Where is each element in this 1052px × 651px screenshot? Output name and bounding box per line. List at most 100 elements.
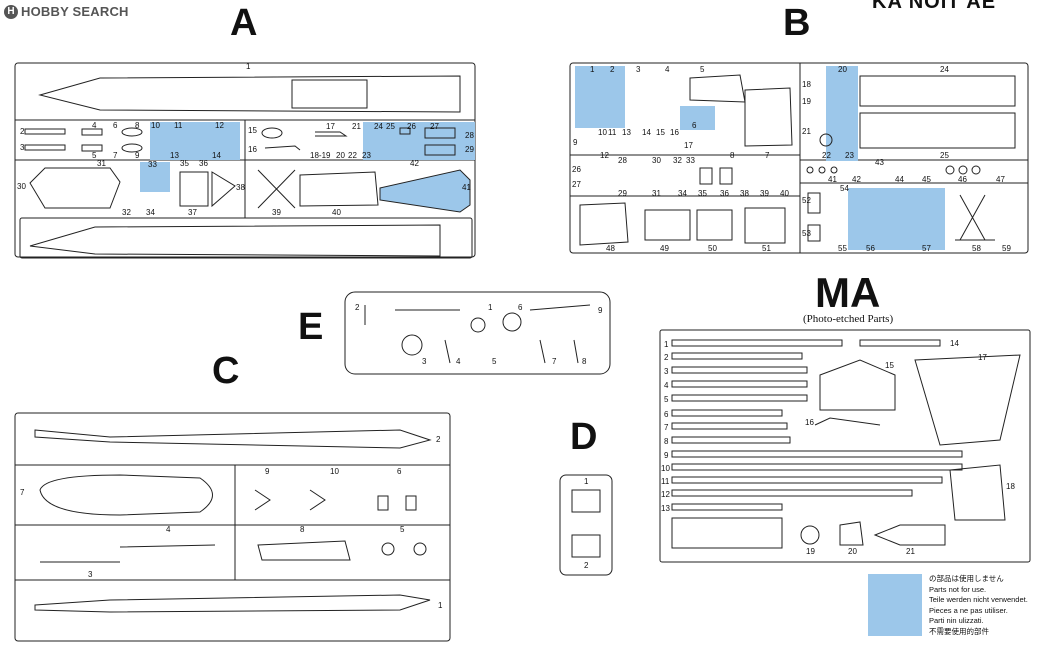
part-b-55-num: 55 [838, 244, 847, 253]
part-b-19-num: 19 [802, 97, 811, 106]
part-b-57-num: 57 [922, 244, 931, 253]
pe-14-num: 14 [950, 339, 959, 348]
unused-part-highlight [680, 106, 715, 130]
pe-3-num: 3 [664, 367, 669, 376]
pe-part-16 [814, 417, 881, 426]
pe-part-15 [819, 359, 896, 411]
unused-part-highlight [848, 188, 945, 250]
pe-5-num: 5 [664, 395, 669, 404]
part-d-2 [571, 534, 601, 558]
unused-parts-legend-swatch [868, 574, 922, 636]
part-b-53-num: 53 [802, 229, 811, 238]
part-a-3-num: 3 [20, 143, 25, 152]
part-a-33-num: 33 [148, 160, 157, 169]
small-parts-a [24, 127, 456, 156]
part-e-7-num: 7 [552, 357, 557, 366]
part-c-5-num: 5 [400, 525, 405, 534]
pe-13-num: 13 [661, 504, 670, 513]
sprue-ma-frame [659, 329, 1031, 563]
part-a-1-flightdeck [291, 79, 368, 109]
part-a-1-num: 1 [246, 62, 251, 71]
part-b-42-num: 42 [852, 175, 861, 184]
part-a-34-num: 34 [146, 208, 155, 217]
pe-part-21 [873, 524, 946, 546]
part-a-42-num: 42 [410, 159, 419, 168]
part-c-10-num: 10 [330, 467, 339, 476]
part-b-49 [644, 209, 691, 241]
part-b-2-num: 2 [610, 65, 615, 74]
pe-19-num: 19 [806, 547, 815, 556]
cropped-header-text: KA NOIT AE [872, 0, 997, 13]
part-a-30-deck [29, 167, 121, 209]
part-b-54-num: 54 [840, 184, 849, 193]
part-a-37-num: 37 [188, 208, 197, 217]
pe-16-num: 16 [805, 418, 814, 427]
part-b-28-num: 28 [618, 156, 627, 165]
pe-18-num: 18 [1006, 482, 1015, 491]
part-b-33-num: 33 [686, 156, 695, 165]
part-b-9-num: 9 [573, 138, 578, 147]
part-b-14-num: 14 [642, 128, 651, 137]
part-a-42-unused [379, 169, 471, 213]
part-b-22-num: 22 [822, 151, 831, 160]
part-c-3-4 [40, 544, 216, 563]
part-e-5-num: 5 [492, 357, 497, 366]
part-a-38-num: 38 [236, 183, 245, 192]
part-d-2-num: 2 [584, 561, 589, 570]
pe-railing-strips [671, 339, 963, 549]
part-a-15-num: 15 [248, 126, 257, 135]
part-e-6-num: 6 [518, 303, 523, 312]
pe-10-num: 10 [661, 464, 670, 473]
part-a-41-num: 41 [462, 183, 471, 192]
sprue-e-title: E [298, 306, 324, 348]
part-b-7 [744, 87, 793, 147]
part-b-12-num: 12 [600, 151, 609, 160]
part-c-1-num: 1 [438, 601, 443, 610]
sprue-b-frame [569, 62, 1029, 254]
part-b-27-num: 27 [572, 180, 581, 189]
part-b-52-num: 52 [802, 196, 811, 205]
pe-7-num: 7 [664, 423, 669, 432]
part-d-1 [571, 489, 601, 513]
unused-part-highlight [826, 66, 858, 161]
part-a-32-num: 32 [122, 208, 131, 217]
part-b-51-num: 51 [762, 244, 771, 253]
legend-line-fr: Pieces a ne pas utiliser. [929, 605, 1008, 615]
part-b-58-num: 58 [972, 244, 981, 253]
part-a-28-num: 28 [465, 131, 474, 140]
part-a-36-num: 36 [199, 159, 208, 168]
part-c-8 [257, 540, 351, 561]
part-b-50-num: 50 [708, 244, 717, 253]
part-a-9-num: 9 [135, 151, 140, 160]
part-b-58-59 [955, 194, 995, 241]
part-c-7-num: 7 [20, 488, 25, 497]
pe-15-num: 15 [885, 361, 894, 370]
part-b-5 [689, 74, 746, 103]
part-b-47-num: 47 [996, 175, 1005, 184]
unused-parts-legend-text: の部品は使用しません Parts not for use. Teile werd… [929, 574, 1028, 637]
part-b-6-num: 6 [692, 121, 697, 130]
part-b-11-num: 11 [608, 128, 617, 137]
pe-1-num: 1 [664, 340, 669, 349]
part-c-6-num: 6 [397, 467, 402, 476]
legend-line-en: Parts not for use. [929, 584, 987, 594]
sprue-a-title: A [230, 2, 258, 44]
part-a-43-hull [29, 224, 441, 257]
part-b-51 [744, 207, 786, 244]
part-b-25-num: 25 [940, 151, 949, 160]
part-c-7 [39, 474, 213, 516]
part-e-3-num: 3 [422, 357, 427, 366]
part-b-5-num: 5 [700, 65, 705, 74]
part-d-1-num: 1 [584, 477, 589, 486]
part-c-1-hull [34, 594, 431, 613]
pe-6-num: 6 [664, 410, 669, 419]
pe-21-num: 21 [906, 547, 915, 556]
part-a-27-num: 27 [430, 122, 439, 131]
part-b-30-num: 30 [652, 156, 661, 165]
part-b-4-num: 4 [665, 65, 670, 74]
part-a-10-num: 10 [151, 121, 160, 130]
part-c-9-10 [254, 489, 326, 511]
part-a-2-num: 2 [20, 127, 25, 136]
small-parts-b [699, 133, 981, 242]
pe-4-num: 4 [664, 381, 669, 390]
